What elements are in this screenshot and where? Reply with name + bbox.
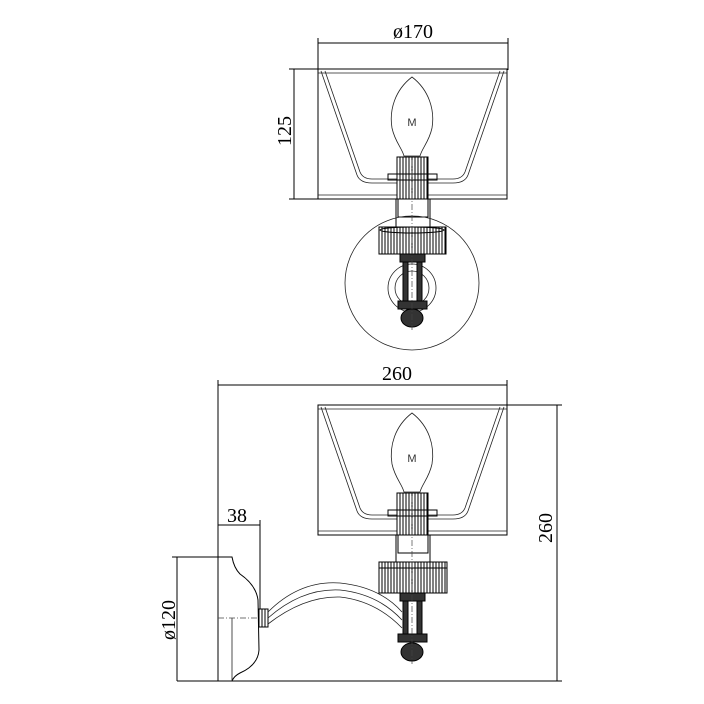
cup bbox=[378, 226, 447, 255]
socket bbox=[387, 156, 438, 227]
dimension-backplate-diameter: ø120 bbox=[158, 556, 218, 681]
shade-height-label: 125 bbox=[274, 116, 296, 146]
stem-side bbox=[397, 496, 428, 664]
dimension-backplate-depth: 38 bbox=[218, 505, 261, 610]
backplate-depth-label: 38 bbox=[227, 505, 247, 527]
side-view: 260 260 38 ø120 bbox=[158, 363, 562, 682]
total-height-label: 260 bbox=[535, 513, 557, 543]
backplate-profile bbox=[218, 556, 269, 682]
cup-side bbox=[378, 561, 448, 594]
backplate-diameter-label: ø120 bbox=[158, 600, 180, 640]
arm bbox=[267, 582, 403, 629]
socket-side bbox=[387, 492, 438, 562]
front-view: ø170 125 M bbox=[274, 21, 509, 351]
bulb-mark-side: M bbox=[407, 453, 416, 465]
dimension-total-width: 260 bbox=[217, 363, 508, 681]
dimension-shade-diameter: ø170 bbox=[317, 21, 509, 70]
lamp-shade bbox=[317, 68, 508, 200]
bulb-mark: M bbox=[407, 117, 416, 129]
total-width-label: 260 bbox=[382, 363, 412, 385]
stem bbox=[397, 160, 428, 330]
dimension-total-height: 260 bbox=[177, 404, 562, 682]
bulb: M bbox=[390, 76, 434, 157]
bulb-side: M bbox=[390, 412, 434, 493]
shade-diameter-label: ø170 bbox=[393, 21, 433, 43]
dimension-shade-height: 125 bbox=[274, 68, 320, 200]
